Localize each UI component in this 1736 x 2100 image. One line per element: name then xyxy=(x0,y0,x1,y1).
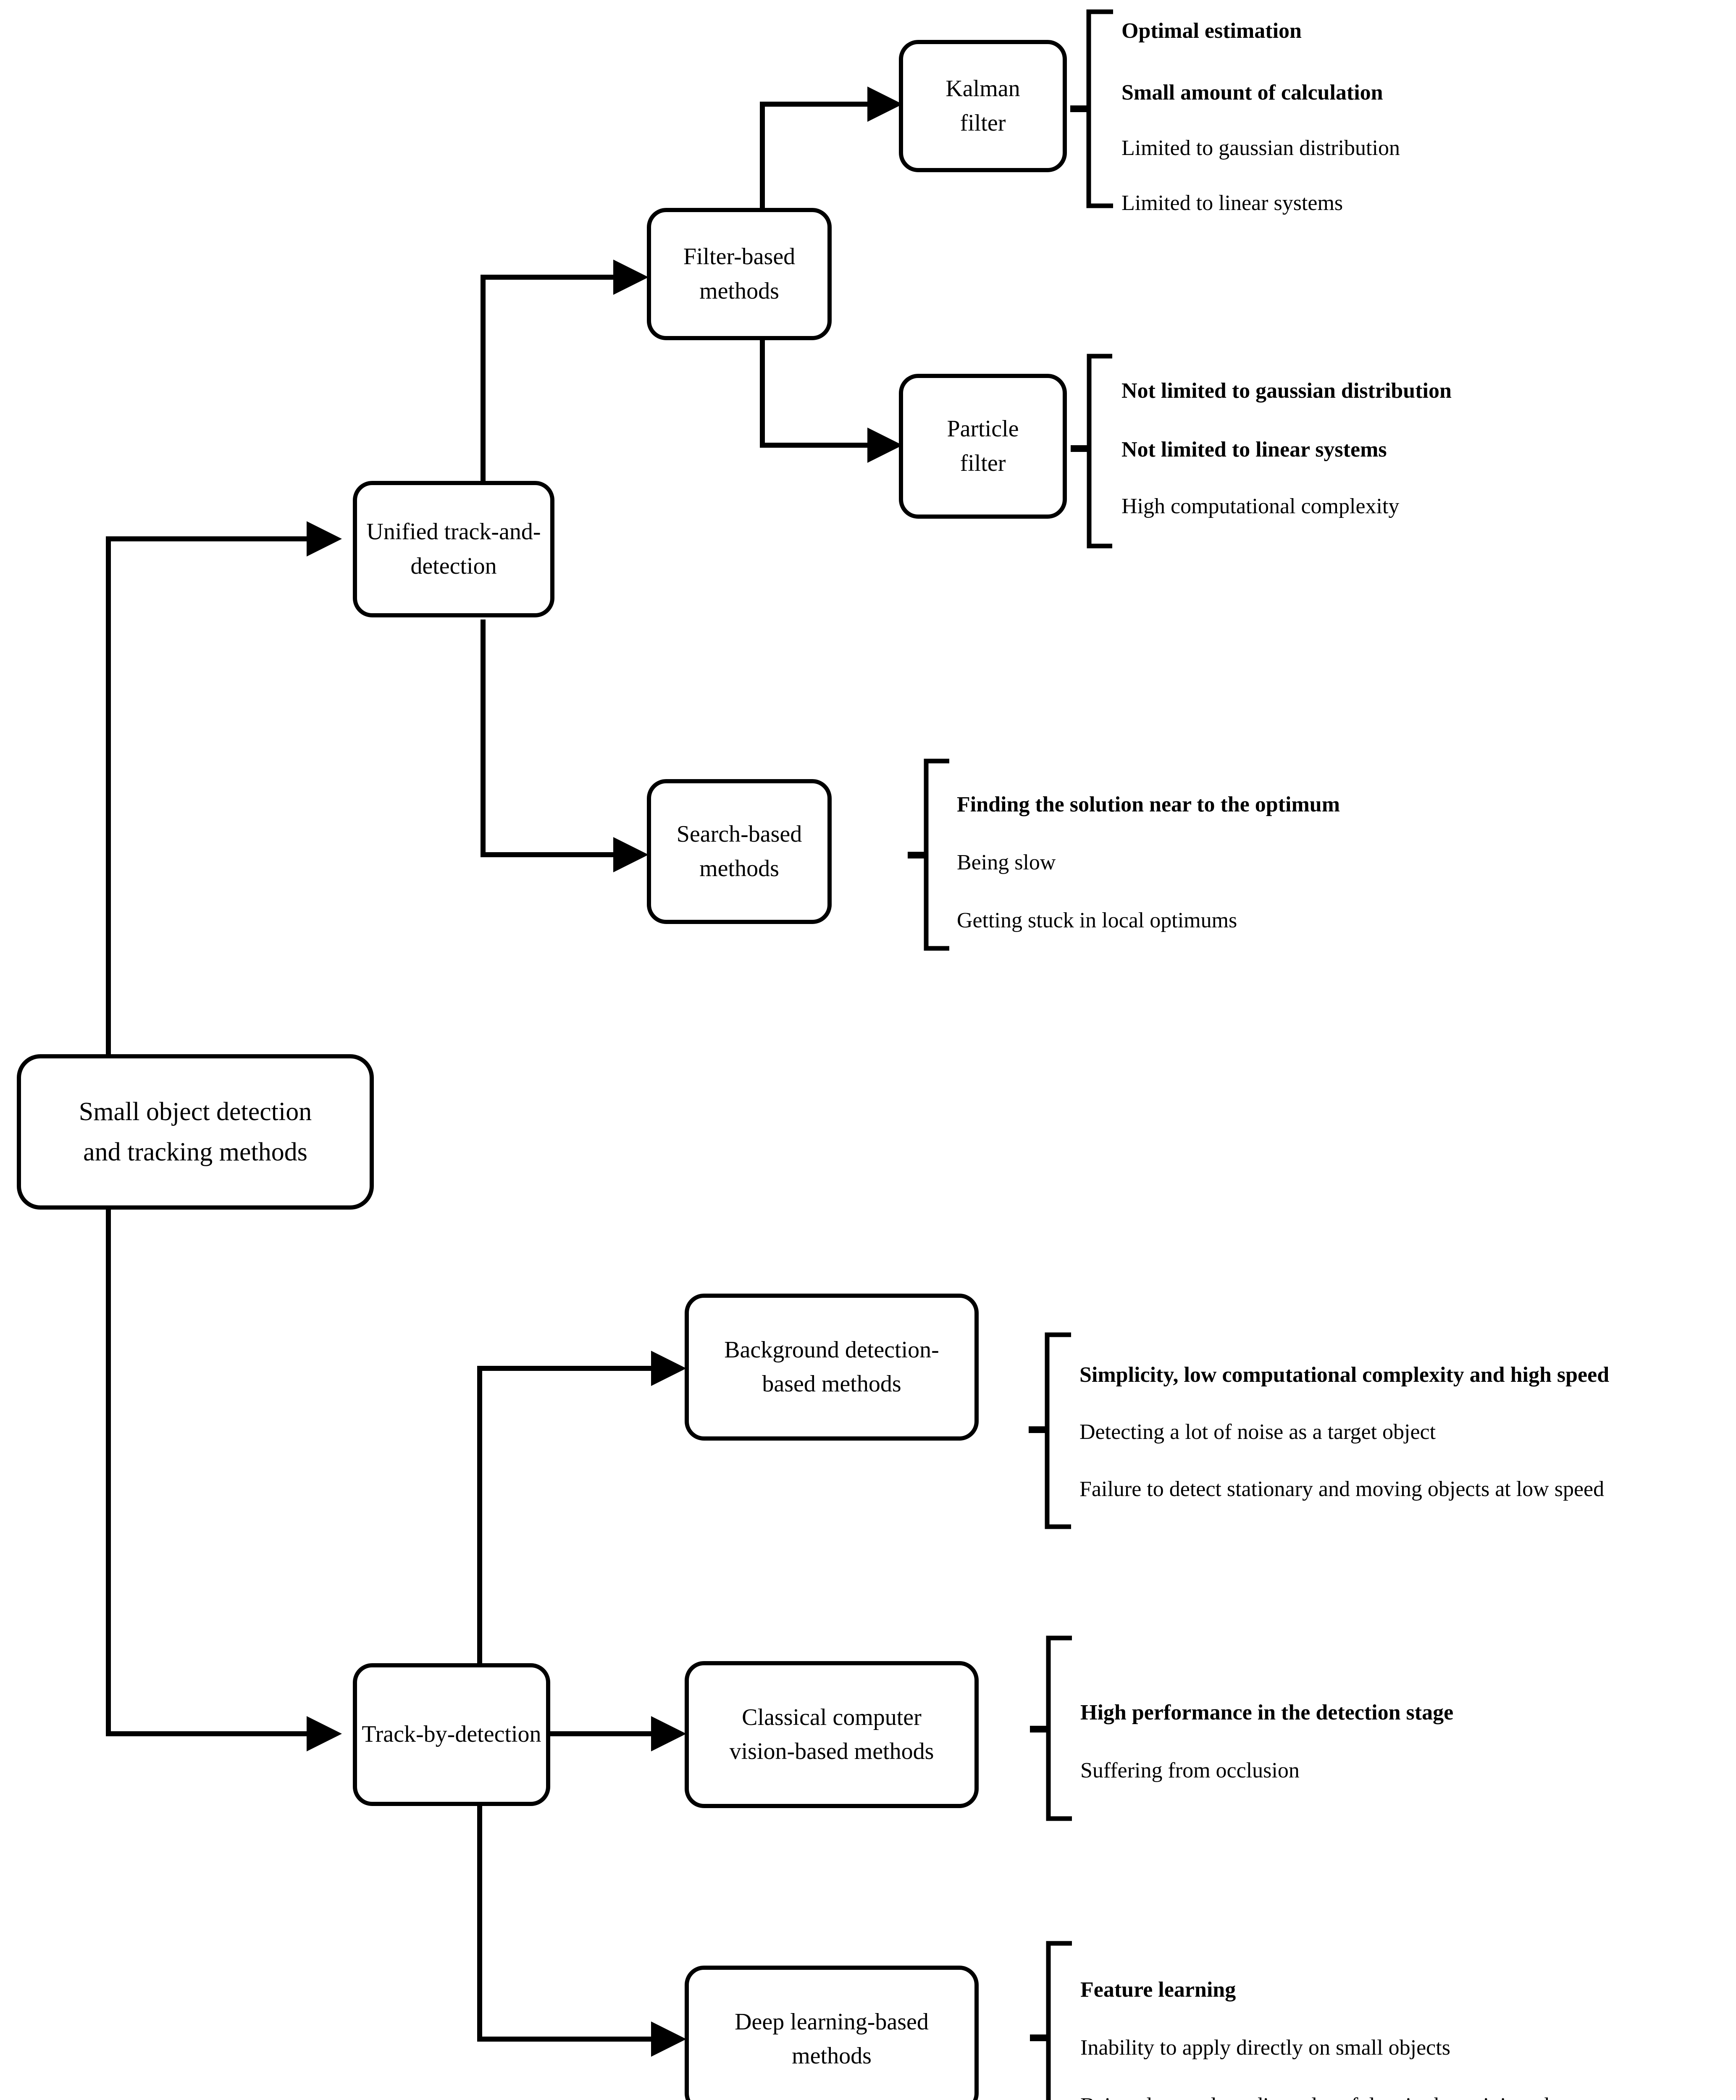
bracket-particle xyxy=(1087,354,1112,549)
bracket-background xyxy=(1045,1332,1071,1529)
edge-track-to-deep-learning xyxy=(477,1806,686,2057)
trait-item: Inability to apply directly on small obj… xyxy=(1080,2036,1450,2060)
edge-filter-to-particle xyxy=(760,338,903,463)
node-background-line2: based methods xyxy=(762,1371,901,1397)
trait-item: Suffering from occlusion xyxy=(1080,1759,1300,1782)
trait-item: Not limited to linear systems xyxy=(1121,438,1387,462)
node-track-by-detection[interactable]: Track-by-detection xyxy=(353,1663,550,1806)
trait-item: Limited to gaussian distribution xyxy=(1121,136,1400,160)
node-track-by-detection-line1: Track-by-detection xyxy=(362,1721,541,1748)
trait-item: Limited to linear systems xyxy=(1121,191,1343,215)
trait-item: Feature learning xyxy=(1080,1978,1236,2002)
node-deep-learning-line1: Deep learning-based xyxy=(735,2008,929,2035)
trait-list-background: Simplicity, low computational complexity… xyxy=(1079,1294,1735,1529)
node-kalman-filter[interactable]: Kalman filter xyxy=(899,40,1067,172)
trait-item: High performance in the detection stage xyxy=(1080,1701,1454,1725)
bracket-deep-learning xyxy=(1046,1941,1072,2100)
edge-unified-to-filter-based xyxy=(481,260,649,539)
node-deep-learning-line2: methods xyxy=(792,2043,872,2069)
node-kalman-filter-line1: Kalman xyxy=(945,76,1020,102)
edge-root-to-unified xyxy=(106,521,342,1054)
trait-list-classical-cv: High performance in the detection stage … xyxy=(1080,1630,1736,1865)
node-particle-filter-line2: filter xyxy=(960,450,1006,476)
node-search-based-line1: Search-based xyxy=(676,821,802,848)
node-filter-based-line1: Filter-based xyxy=(683,244,796,270)
bracket-search xyxy=(924,759,949,951)
edge-track-to-background xyxy=(477,1351,686,1663)
trait-list-deep-learning: Feature learning Inability to apply dire… xyxy=(1080,1911,1736,2100)
trait-item: Optimal estimation xyxy=(1121,19,1302,43)
edge-unified-to-search-based xyxy=(481,620,649,872)
trait-item: Finding the solution near to the optimum xyxy=(957,793,1340,816)
bracket-kalman xyxy=(1086,9,1113,208)
bracket-classical-cv xyxy=(1046,1635,1072,1821)
trait-item: Being slow xyxy=(957,850,1056,874)
node-unified-line2: detection xyxy=(410,553,497,579)
node-particle-filter-line1: Particle xyxy=(947,416,1019,442)
node-background-line1: Background detection- xyxy=(724,1336,939,1363)
node-search-based-line2: methods xyxy=(699,855,779,882)
node-particle-filter[interactable]: Particle filter xyxy=(899,374,1067,519)
node-deep-learning-based-methods[interactable]: Deep learning-based methods xyxy=(685,1966,979,2100)
node-unified-track-and-detection[interactable]: Unified track-and- detection xyxy=(353,481,554,617)
node-classical-cv-line1: Classical computer xyxy=(742,1704,922,1730)
trait-item: Detecting a lot of noise as a target obj… xyxy=(1079,1420,1436,1444)
trait-list-particle: Not limited to gaussian distribution Not… xyxy=(1121,349,1710,567)
node-background-detection-based-methods[interactable]: Background detection- based methods xyxy=(685,1294,979,1441)
trait-list-kalman: Optimal estimation Small amount of calcu… xyxy=(1121,0,1710,218)
trait-item: Getting stuck in local optimums xyxy=(957,908,1237,932)
node-filter-based-methods[interactable]: Filter-based methods xyxy=(647,208,832,340)
trait-item: Failure to detect stationary and moving … xyxy=(1079,1477,1605,1501)
node-classical-computer-vision-based-methods[interactable]: Classical computer vision-based methods xyxy=(685,1661,979,1808)
node-classical-cv-line2: vision-based methods xyxy=(729,1738,934,1764)
node-root-small-object-detection[interactable]: Small object detection and tracking meth… xyxy=(17,1054,374,1210)
node-root-line2: and tracking methods xyxy=(83,1138,307,1166)
trait-item: Not limited to gaussian distribution xyxy=(1121,379,1452,403)
node-root-line1: Small object detection xyxy=(79,1097,312,1126)
edge-root-to-track-by-detection xyxy=(106,1210,342,1751)
trait-list-search: Finding the solution near to the optimum… xyxy=(957,748,1587,966)
node-unified-line1: Unified track-and- xyxy=(366,519,541,545)
trait-item: Being slow and needing a lot of data in … xyxy=(1080,2095,1583,2100)
trait-item: High computational complexity xyxy=(1121,494,1400,518)
trait-item: Small amount of calculation xyxy=(1121,81,1383,105)
node-search-based-methods[interactable]: Search-based methods xyxy=(647,779,832,924)
node-filter-based-line2: methods xyxy=(699,278,779,304)
node-kalman-filter-line2: filter xyxy=(960,110,1006,136)
trait-item: Simplicity, low computational complexity… xyxy=(1079,1363,1610,1387)
